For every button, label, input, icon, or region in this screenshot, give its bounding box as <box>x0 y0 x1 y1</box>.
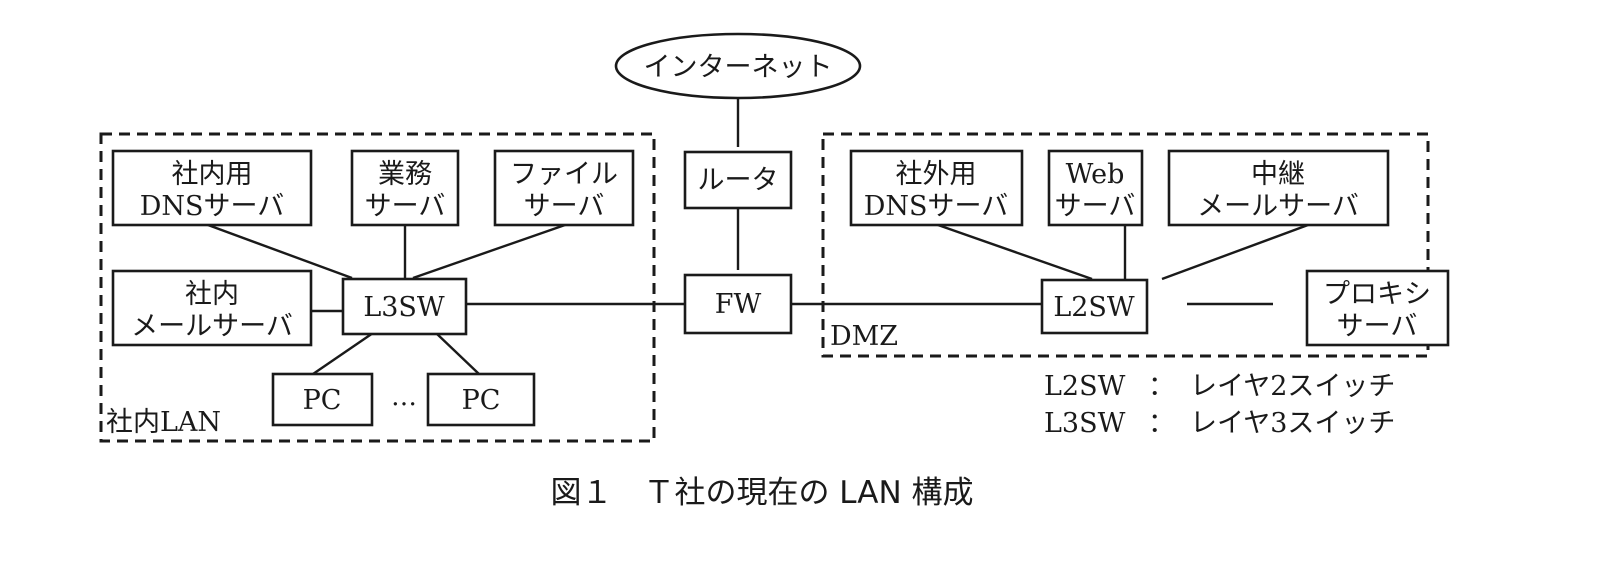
svg-text:DNSサーバ: DNSサーバ <box>140 191 285 222</box>
link-externaldns-l2sw <box>937 223 1093 281</box>
svg-text:L2SW: L2SW <box>1044 371 1126 402</box>
dmz-zone-label: DMZ <box>830 321 898 352</box>
proxy-server-node: プロキシ サーバ <box>1305 269 1450 347</box>
pc-node-2: PC <box>426 372 536 427</box>
internal-lan-zone-label: 社内LAN <box>106 407 221 438</box>
svg-text:レイヤ2スイッチ: レイヤ2スイッチ <box>1190 371 1395 402</box>
l3sw-node: L3SW <box>341 277 468 336</box>
file-server-node: ファイル サーバ <box>493 149 635 227</box>
svg-text:PC: PC <box>462 385 501 416</box>
svg-text:メールサーバ: メールサーバ <box>131 311 293 342</box>
svg-text:L2SW: L2SW <box>1053 292 1135 323</box>
svg-text:L3SW: L3SW <box>1044 408 1126 439</box>
internal-lan-zone <box>99 132 656 443</box>
svg-text:L3SW: L3SW <box>363 292 445 323</box>
svg-text:サーバ: サーバ <box>524 191 605 222</box>
svg-text:社外用: 社外用 <box>896 159 977 190</box>
link-l3sw-pc2 <box>435 332 480 375</box>
web-server-node: Web サーバ <box>1047 149 1144 227</box>
internal-mail-server-node: 社内 メールサーバ <box>111 269 313 347</box>
links <box>207 97 1309 375</box>
svg-text:社内用: 社内用 <box>172 159 253 190</box>
business-server-node: 業務 サーバ <box>350 149 460 227</box>
svg-text:中継: 中継 <box>1251 159 1305 190</box>
firewall-node: FW <box>683 273 793 335</box>
firewall-label: FW <box>715 289 762 320</box>
svg-text:サーバ: サーバ <box>365 191 446 222</box>
internet-cloud: インターネット <box>614 32 862 100</box>
l2sw-node: L2SW <box>1040 278 1149 335</box>
svg-text:社内: 社内 <box>185 279 239 310</box>
pc-ellipsis: … <box>391 382 417 412</box>
external-dns-server-node: 社外用 DNSサーバ <box>849 149 1024 227</box>
svg-text:Web: Web <box>1066 159 1125 190</box>
legend: L2SW ： レイヤ2スイッチ L3SW ： レイヤ3スイッチ <box>1044 371 1395 439</box>
pc-node-1: PC <box>271 372 374 427</box>
link-file-l3sw <box>412 223 566 280</box>
svg-text:サーバ: サーバ <box>1055 191 1136 222</box>
router-node: ルータ <box>683 150 793 210</box>
internet-label: インターネット <box>644 52 833 83</box>
legend-item-l2sw: L2SW ： レイヤ2スイッチ <box>1044 371 1395 402</box>
router-label: ルータ <box>698 165 779 196</box>
svg-text:メールサーバ: メールサーバ <box>1197 191 1359 222</box>
relay-mail-server-node: 中継 メールサーバ <box>1167 149 1390 227</box>
svg-text:ファイル: ファイル <box>510 159 618 190</box>
svg-text:：: ： <box>1148 408 1175 439</box>
link-internaldns-l3sw <box>207 223 353 280</box>
link-l3sw-pc1 <box>312 332 374 375</box>
figure-caption: 図１ Ｔ社の現在の LAN 構成 <box>550 475 973 511</box>
legend-item-l3sw: L3SW ： レイヤ3スイッチ <box>1044 408 1395 439</box>
svg-text:DNSサーバ: DNSサーバ <box>864 191 1009 222</box>
link-relaymail-l2sw <box>1161 223 1309 281</box>
svg-text:業務: 業務 <box>378 159 432 190</box>
svg-text:：: ： <box>1148 371 1175 402</box>
internal-dns-server-node: 社内用 DNSサーバ <box>111 149 313 227</box>
svg-text:サーバ: サーバ <box>1337 311 1418 342</box>
svg-text:PC: PC <box>303 385 342 416</box>
svg-text:レイヤ3スイッチ: レイヤ3スイッチ <box>1190 408 1395 439</box>
svg-text:プロキシ: プロキシ <box>1323 279 1431 310</box>
